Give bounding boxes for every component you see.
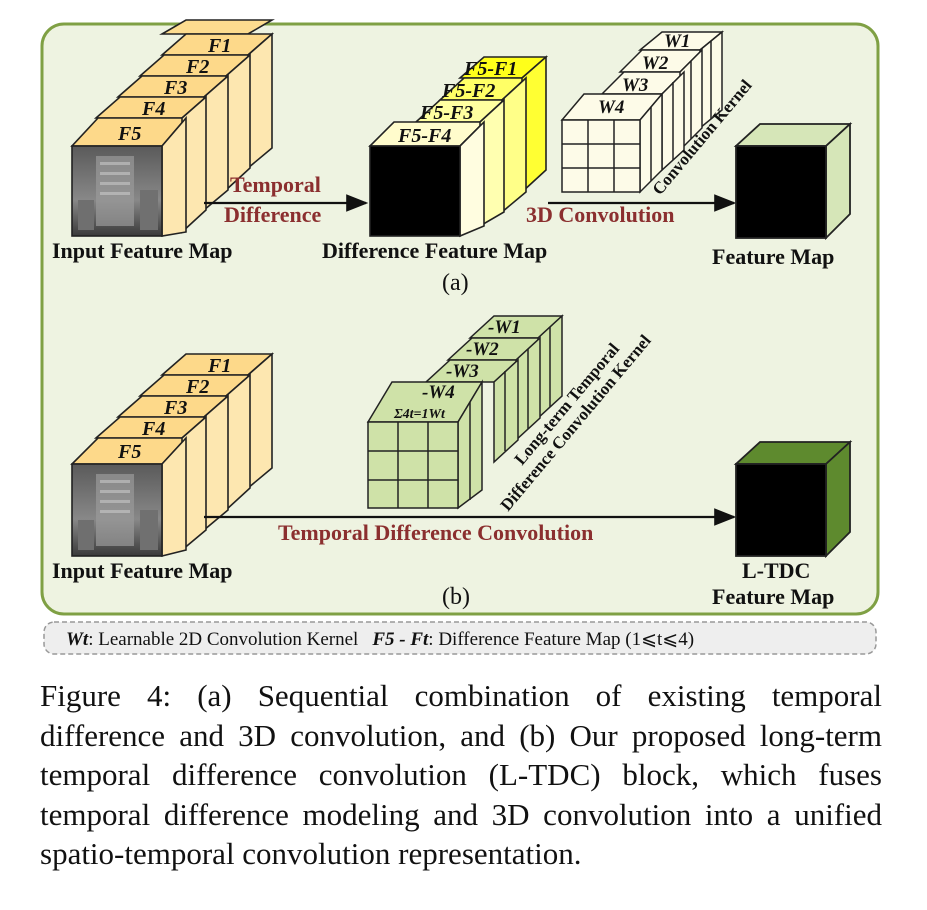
figure-caption: Figure 4: (a) Sequential combination of …	[40, 678, 882, 871]
frame-label-a-f5: F5	[117, 123, 141, 145]
kernel-front-grid-a	[561, 119, 641, 193]
output-label-a: Feature Map	[712, 244, 834, 269]
diff-label-3: F5-F3	[419, 102, 473, 124]
input-label-a: Input Feature Map	[52, 238, 233, 263]
diff-label-2: F5-F2	[441, 80, 495, 102]
input-frame-stack-b	[70, 352, 275, 558]
kernel-label-a-w4: W4	[598, 97, 624, 118]
frame-label-a-f4: F4	[141, 98, 165, 120]
frame-label-a-f1: F1	[207, 35, 231, 57]
panel-tag-b: (b)	[442, 584, 470, 610]
diff-label-1: F5-F1	[463, 58, 517, 80]
frame-label-a-f2: F2	[185, 56, 209, 78]
kernel-label-a-w3: W3	[622, 75, 648, 96]
ltdc-kernel-stack	[366, 314, 564, 510]
frame-label-b-f4: F4	[141, 418, 165, 440]
output-label-b-line1: L-TDC	[742, 558, 810, 583]
legend-w-symbol: Wt	[66, 629, 89, 650]
output-label-b-line2: Feature Map	[712, 584, 834, 609]
output-cube-a	[733, 121, 853, 241]
ltdc-kernel-label-w2: -W2	[466, 339, 499, 360]
ltdc-kernel-label-w4: -W4	[422, 382, 455, 403]
legend-w-desc: : Learnable 2D Convolution Kernel	[88, 629, 358, 650]
input-label-b: Input Feature Map	[52, 558, 233, 583]
ltdc-kernel-label-w3: -W3	[446, 361, 479, 382]
ltdc-kernel-front-grid	[367, 421, 459, 509]
ltdc-diagram: F1 F2 F3 F4 F5 Input Feature Map Tempora…	[40, 19, 880, 655]
arrow-label-temporal: Temporal	[230, 172, 321, 197]
frame-label-b-f5: F5	[117, 441, 141, 463]
input-frame-stack-a	[70, 19, 275, 237]
legend-text: Wt: Learnable 2D Convolution Kernel F5 - …	[66, 629, 694, 650]
arrow-label-tdc: Temporal Difference Convolution	[278, 520, 593, 545]
diff-label-4: F5-F4	[397, 125, 451, 147]
frame-label-a-f3: F3	[163, 77, 187, 99]
frame-label-b-f2: F2	[185, 376, 209, 398]
frame-label-b-f1: F1	[207, 355, 231, 377]
kernel-label-a-w2: W2	[642, 53, 669, 74]
panel-tag-a: (a)	[442, 270, 469, 296]
difference-frame-stack	[368, 55, 549, 238]
ltdc-kernel-label-w1: -W1	[488, 317, 521, 338]
legend-box	[43, 621, 877, 655]
ltdc-kernel-sum-label: Σ4t=1Wt	[393, 407, 446, 422]
arrow-label-3d-convolution: 3D Convolution	[526, 202, 675, 227]
kernel-label-a-w1: W1	[664, 31, 690, 52]
difference-front-face	[369, 145, 461, 237]
arrow-label-difference: Difference	[224, 202, 322, 227]
legend-f-symbol: F5 - Ft	[371, 629, 429, 650]
diff-feature-map-label: Difference Feature Map	[322, 238, 547, 263]
kernel-stack-a	[560, 30, 725, 194]
frame-label-b-f3: F3	[163, 397, 187, 419]
legend-f-desc: : Difference Feature Map (1⩽t⩽4)	[428, 629, 694, 650]
output-cube-b	[733, 439, 853, 559]
